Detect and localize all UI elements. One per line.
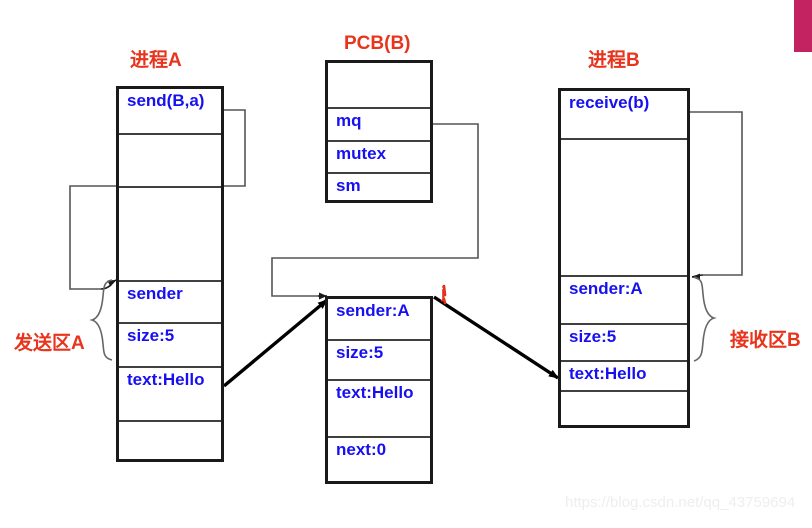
label-send-area: 发送区A xyxy=(14,333,85,354)
corner-accent-bar xyxy=(794,0,812,52)
row-blank-3 xyxy=(119,422,221,459)
row-procb-blank-1 xyxy=(561,140,687,277)
row-blank-2 xyxy=(119,188,221,282)
annotation-j-mark: j xyxy=(441,283,446,302)
box-message-buffer: sender:A size:5 text:Hello next:0 xyxy=(325,296,433,484)
box-process-b: receive(b) sender:A size:5 text:Hello xyxy=(558,88,690,428)
row-procb-blank-2 xyxy=(561,392,687,425)
box-pcb-b: mq mutex sm xyxy=(325,60,433,203)
watermark: https://blog.csdn.net/qq_43759694 xyxy=(565,494,796,511)
row-msg-text: text:Hello xyxy=(328,381,430,438)
row-mutex: mutex xyxy=(328,142,430,174)
brace-send-area xyxy=(89,279,113,361)
title-process-b: 进程B xyxy=(588,50,640,71)
row-msg-sender: sender:A xyxy=(328,299,430,341)
row-receive-call: receive(b) xyxy=(561,91,687,140)
row-msg-size: size:5 xyxy=(328,341,430,381)
arrow-senda-to-message xyxy=(222,298,329,388)
row-sm: sm xyxy=(336,176,361,195)
row-procb-sender: sender:A xyxy=(561,277,687,325)
row-send-call: send(B,a) xyxy=(119,89,221,135)
connector-receive-to-sender xyxy=(690,111,743,281)
row-mq: mq xyxy=(328,109,430,142)
brace-receive-area xyxy=(693,276,717,362)
row-procb-size: size:5 xyxy=(561,325,687,362)
row-msg-next: next:0 xyxy=(336,440,387,459)
box-process-a: send(B,a) sender size:5 text:Hello xyxy=(116,86,224,462)
row-procb-text: text:Hello xyxy=(561,362,687,392)
arrow-message-to-procb xyxy=(433,295,559,380)
title-process-a: 进程A xyxy=(130,50,182,71)
title-pcb-b: PCB(B) xyxy=(344,33,411,54)
label-receive-area: 接收区B xyxy=(730,330,801,351)
row-blank-1 xyxy=(119,135,221,188)
row-pcb-blank xyxy=(328,63,430,109)
row-text: text:Hello xyxy=(119,368,221,422)
row-sender: sender xyxy=(119,282,221,324)
row-size: size:5 xyxy=(119,324,221,368)
